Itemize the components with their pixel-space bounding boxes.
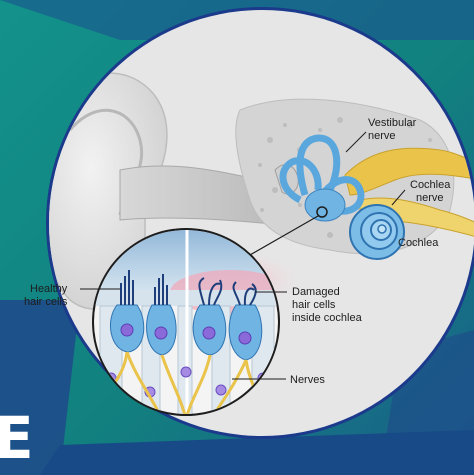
cochlea-spiral — [350, 205, 404, 259]
label-healthy-hair-cells: Healthy hair cells — [24, 283, 70, 308]
label-nerves: Nerves — [290, 374, 325, 386]
edge-letter: E — [0, 404, 34, 472]
label-cochlea: Cochlea — [398, 237, 439, 249]
